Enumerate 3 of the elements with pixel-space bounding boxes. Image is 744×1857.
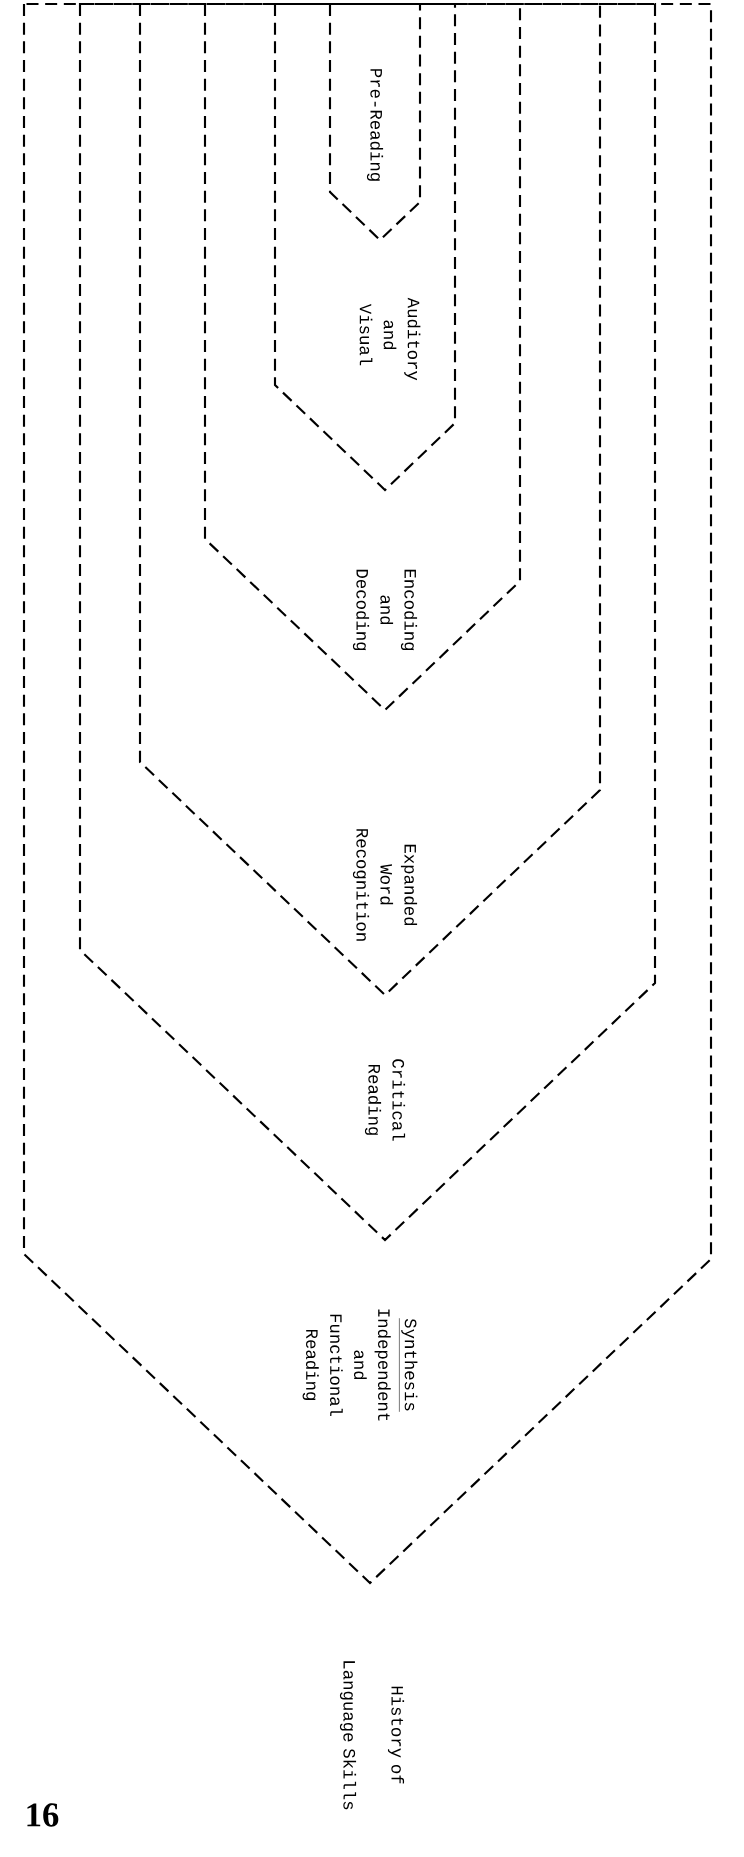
page-number: 16 (27, 1803, 59, 1827)
title: History of Language Skills (339, 1661, 405, 1810)
chevron-box: Pre-Reading (328, 2, 422, 242)
